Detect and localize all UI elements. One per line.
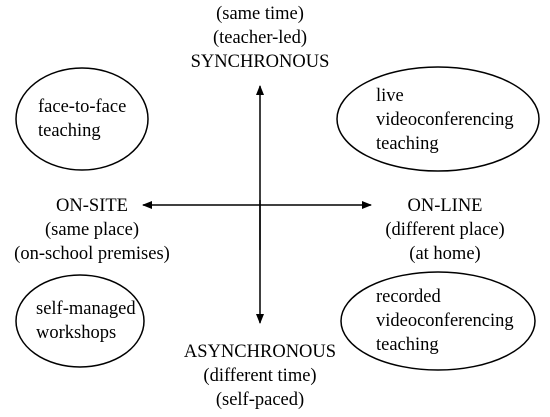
bottom-line-2: (different time) bbox=[203, 366, 317, 386]
left-line-2: (same place) bbox=[45, 220, 139, 240]
top-line-2: (teacher-led) bbox=[212, 28, 308, 48]
quadrant-top-left-text: face-to-face teaching bbox=[38, 95, 126, 143]
top-line-1: (same time) bbox=[216, 4, 304, 24]
on-site-label: ON-SITE (same place) (on-school premises… bbox=[0, 194, 184, 266]
quadrant-ellipse-top-right bbox=[336, 66, 540, 172]
br-line-1: recorded bbox=[376, 287, 441, 307]
bottom-line-1: ASYNCHRONOUS bbox=[183, 342, 337, 362]
right-line-2: (different place) bbox=[385, 220, 505, 240]
quadrant-ellipse-bottom-left bbox=[15, 274, 145, 368]
quadrant-top-right-text: live videoconferencing teaching bbox=[376, 84, 514, 156]
left-line-3: (on-school premises) bbox=[14, 244, 170, 264]
asynchronous-label: ASYNCHRONOUS (different time) (self-pace… bbox=[160, 340, 360, 412]
quadrant-bottom-right-text: recorded videoconferencing teaching bbox=[376, 285, 514, 357]
tr-line-3: teaching bbox=[376, 134, 439, 154]
tl-line-1: face-to-face bbox=[38, 97, 127, 117]
tr-line-2: videoconferencing bbox=[376, 110, 514, 130]
on-line-label: ON-LINE (different place) (at home) bbox=[365, 194, 525, 266]
bl-line-2: workshops bbox=[36, 323, 117, 343]
left-line-1: ON-SITE bbox=[56, 196, 128, 216]
right-line-3: (at home) bbox=[409, 244, 481, 264]
br-line-2: videoconferencing bbox=[376, 311, 514, 331]
bottom-line-3: (self-paced) bbox=[215, 390, 305, 410]
bl-line-1: self-managed bbox=[36, 299, 136, 319]
right-line-1: ON-LINE bbox=[407, 196, 483, 216]
quadrant-ellipse-bottom-right bbox=[340, 271, 536, 371]
br-line-3: teaching bbox=[376, 335, 439, 355]
quadrant-ellipse-top-left bbox=[15, 67, 149, 171]
top-line-3: SYNCHRONOUS bbox=[190, 52, 330, 72]
quadrant-bottom-left-text: self-managed workshops bbox=[36, 297, 136, 345]
synchronous-label: (same time) (teacher-led) SYNCHRONOUS bbox=[160, 2, 360, 74]
tl-line-2: teaching bbox=[38, 121, 101, 141]
tr-line-1: live bbox=[376, 86, 404, 106]
